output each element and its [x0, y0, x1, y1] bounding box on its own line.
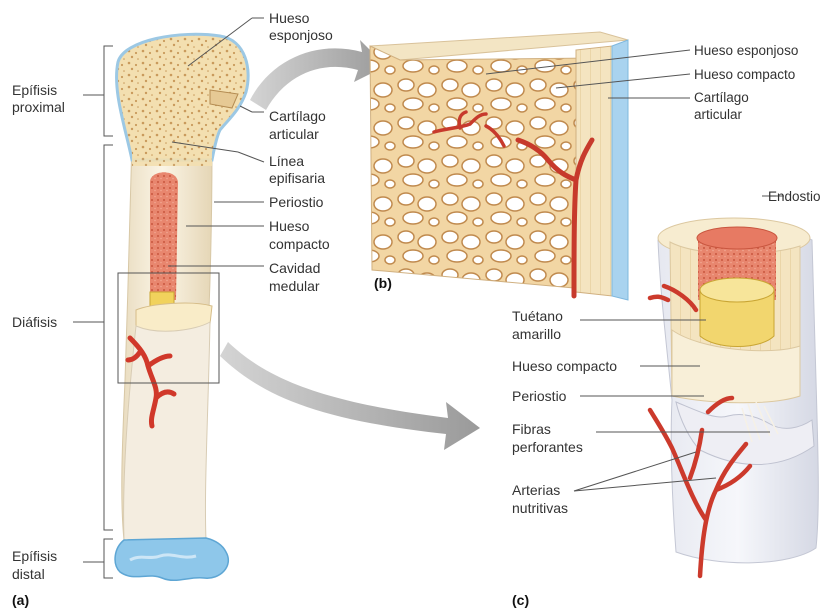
label-hueso-esponjoso-b: Hueso esponjoso — [694, 42, 798, 59]
medullary-cavity — [150, 172, 178, 300]
label-fibras-2: perforantes — [512, 439, 583, 456]
label-tuetano-2: amarillo — [512, 326, 561, 343]
arrow-to-c — [220, 342, 480, 450]
label-hueso-compacto-c: Hueso compacto — [512, 358, 617, 375]
label-endostio: Endostio — [768, 188, 821, 205]
endosteum-top — [697, 227, 777, 249]
compact-bone-section — [650, 218, 818, 576]
long-bone-figure — [115, 34, 248, 580]
label-periostio-a: Periostio — [269, 194, 323, 211]
panel-label-c: (c) — [512, 592, 529, 608]
label-epifisis-proximal-2: proximal — [12, 99, 65, 116]
panel-label-b: (b) — [374, 275, 392, 291]
label-linea-1: Línea — [269, 153, 304, 170]
label-cavidad-2: medular — [269, 278, 320, 295]
block-front — [370, 46, 596, 290]
label-diafisis: Diáfisis — [12, 314, 57, 331]
block-compact — [576, 46, 612, 296]
label-cartilago-a-1: Cartílago — [269, 108, 326, 125]
label-hueso-esponjoso-a-1: Hueso — [269, 10, 309, 27]
panel-label-a: (a) — [12, 592, 29, 608]
label-epifisis-distal-1: Epífisis — [12, 548, 57, 565]
label-cartilago-a-2: articular — [269, 126, 319, 143]
arrow-to-b — [250, 40, 386, 110]
label-arterias-1: Arterias — [512, 482, 560, 499]
label-hueso-esponjoso-a-2: esponjoso — [269, 27, 333, 44]
label-epifisis-proximal-1: Epífisis — [12, 82, 57, 99]
block-cartilage — [612, 40, 628, 300]
label-fibras-1: Fibras — [512, 421, 551, 438]
label-arterias-2: nutritivas — [512, 500, 568, 517]
label-cavidad-1: Cavidad — [269, 260, 320, 277]
label-hueso-compacto-a-1: Hueso — [269, 218, 309, 235]
yellow-marrow-top — [700, 278, 774, 302]
label-hueso-compacto-b: Hueso compacto — [694, 66, 795, 83]
label-periostio-c: Periostio — [512, 388, 566, 405]
label-hueso-compacto-a-2: compacto — [269, 236, 330, 253]
label-cartilago-b-2: articular — [694, 106, 742, 123]
label-tuetano-1: Tuétano — [512, 308, 563, 325]
label-cartilago-b-1: Cartílago — [694, 89, 749, 106]
label-epifisis-distal-2: distal — [12, 566, 45, 583]
epiphyseal-zone — [132, 132, 212, 166]
label-linea-2: epifisaria — [269, 170, 325, 187]
